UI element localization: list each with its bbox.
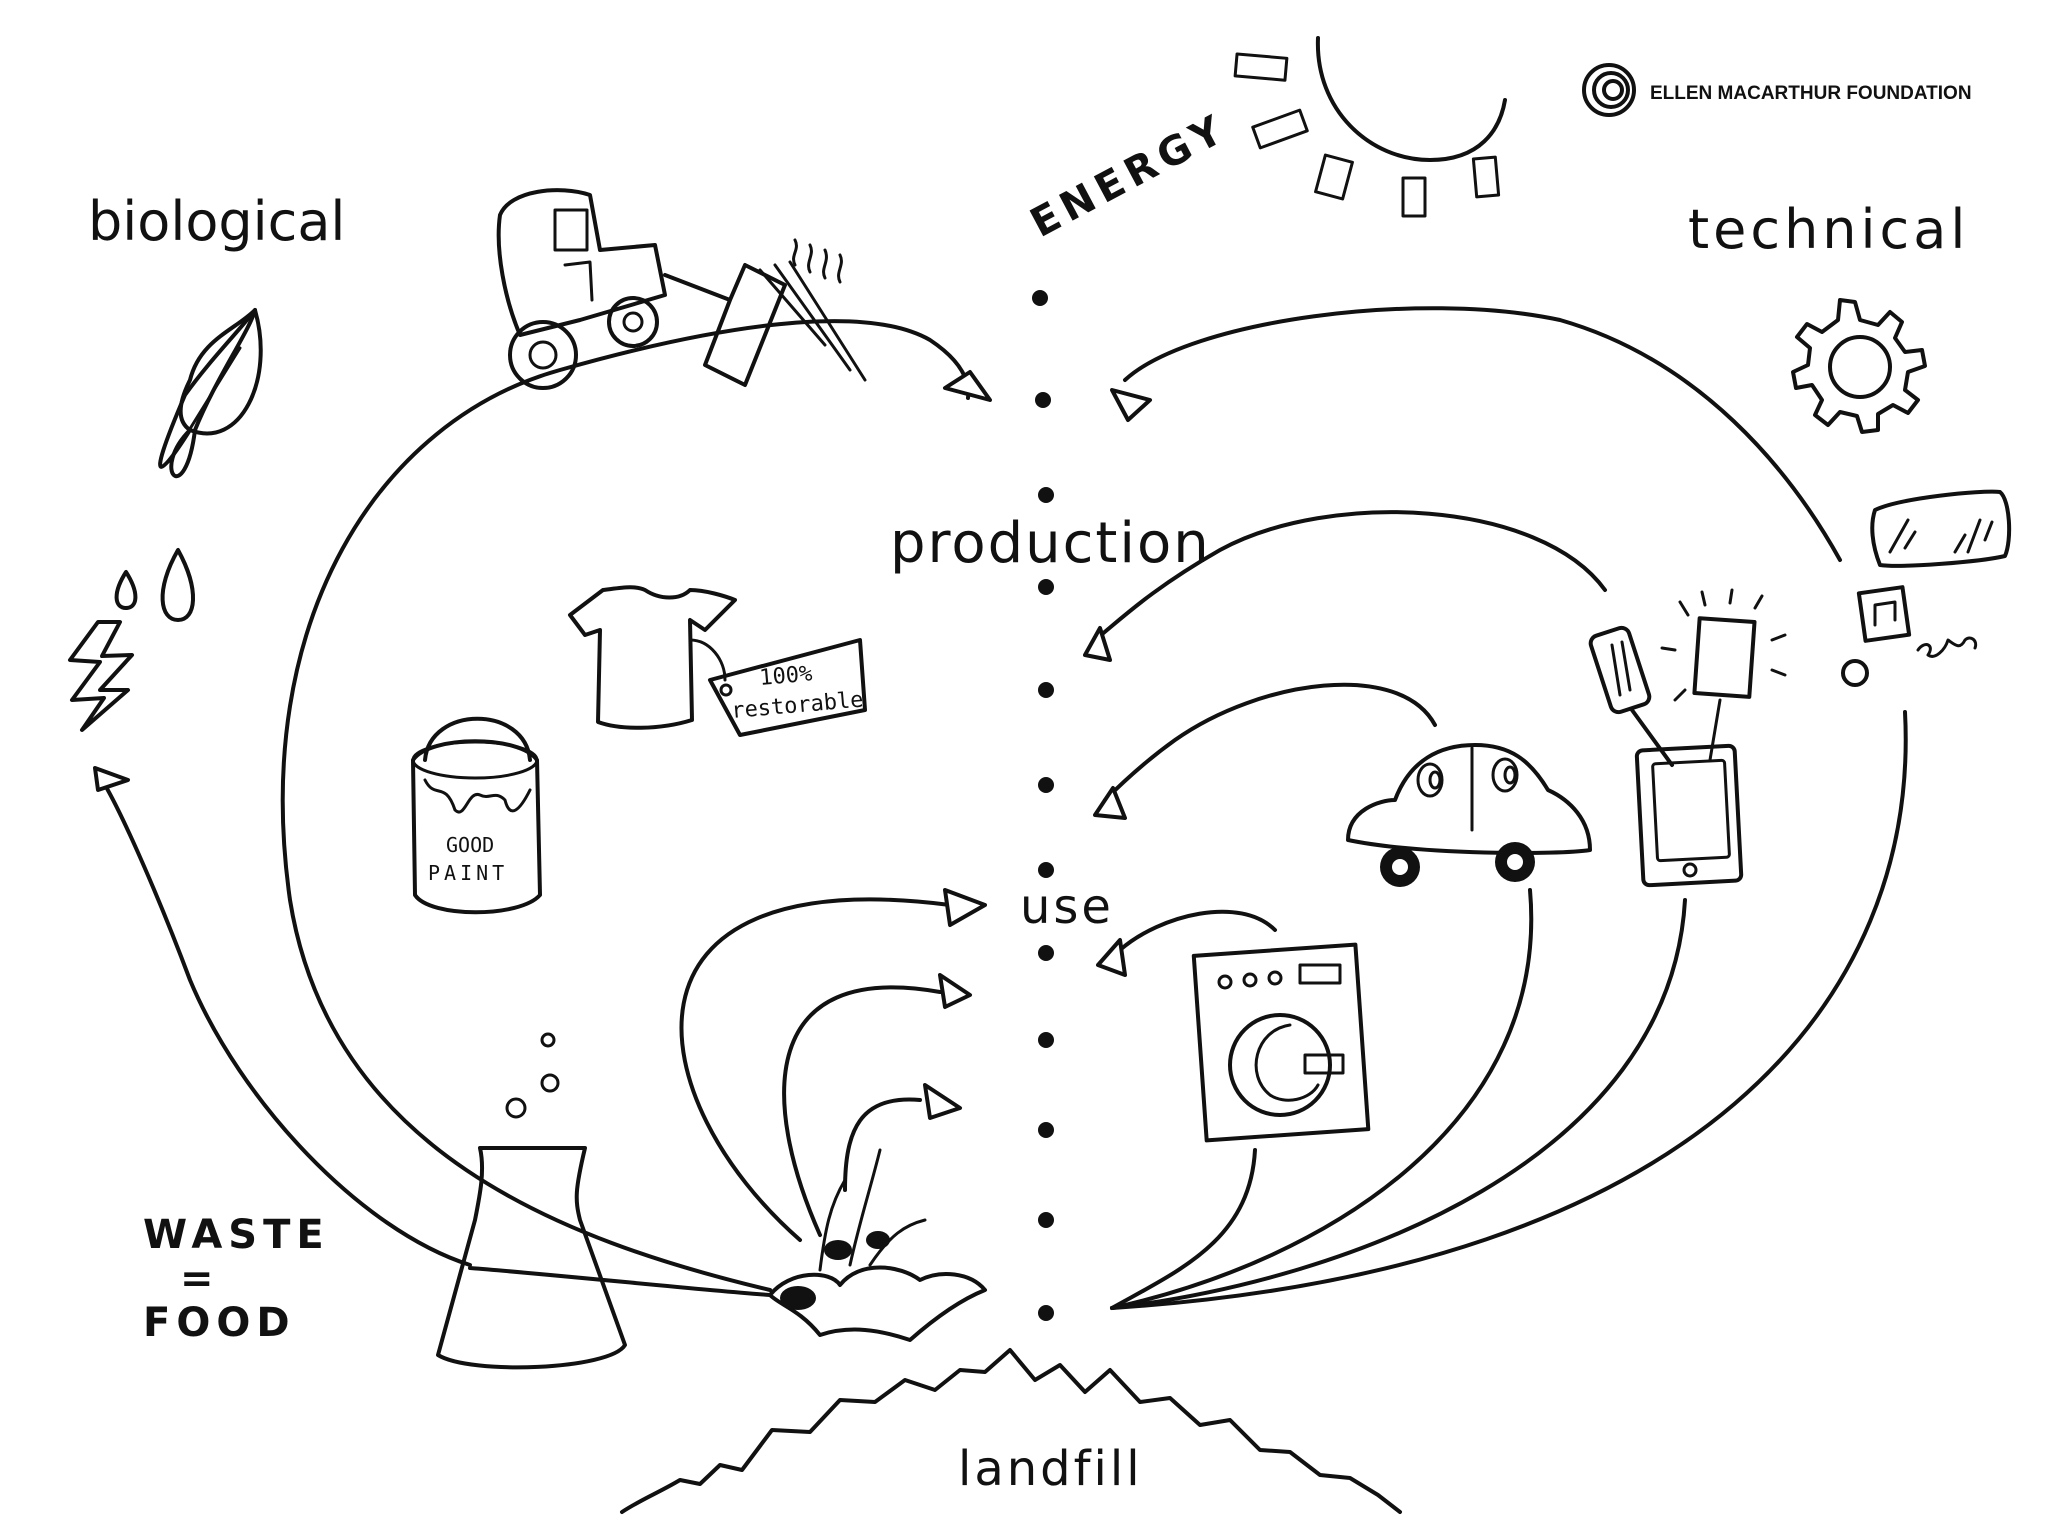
washing-machine-icon [1191, 942, 1371, 1143]
equals-label: = [180, 1256, 220, 1302]
return-line-3 [1110, 898, 1687, 1310]
phone-icon [1634, 743, 1744, 888]
spatula-icon [1588, 625, 1674, 767]
tag-word-text: restorable [730, 688, 864, 724]
waste-label: WASTE [143, 1212, 330, 1258]
arrow-head [923, 1083, 962, 1120]
landfill-label: landfill [958, 1441, 1143, 1497]
arrow-head [943, 370, 992, 402]
biological-label: biological [88, 190, 345, 253]
technical-arc-1 [1093, 510, 1607, 642]
arrow-head [1093, 786, 1127, 820]
compost-soil-icon [768, 1148, 987, 1342]
technical-arc-3 [1118, 909, 1277, 952]
technical-label: technical [1688, 198, 1969, 261]
paint-line1: GOOD [446, 833, 494, 857]
car-icon [1346, 743, 1592, 887]
arrow-head [1096, 938, 1127, 977]
logo-rings-icon [1582, 63, 1636, 117]
arrow-head [93, 766, 130, 792]
paint-can-icon: GOOD PAINT [411, 716, 542, 915]
biological-main-loop [280, 319, 971, 1292]
return-line-4 [1110, 710, 1908, 1310]
food-label: FOOD [143, 1300, 296, 1346]
landfill-mound [620, 1348, 1402, 1514]
arrow-head [938, 973, 972, 1009]
tablet-glow-icon [1660, 588, 1787, 762]
arrow-head [1110, 388, 1152, 422]
return-line-1 [1110, 1148, 1257, 1310]
use-label: use [1020, 879, 1114, 935]
price-tag: 100% restorable [708, 638, 867, 737]
tshirt-icon [568, 585, 737, 730]
foundation-logo: ELLEN MACARTHUR FOUNDATION [1582, 63, 1972, 117]
production-label: production [890, 511, 1211, 576]
return-line-2 [1110, 888, 1534, 1310]
logo-text: ELLEN MACARTHUR FOUNDATION [1650, 83, 1972, 104]
divider-dots [1032, 290, 1054, 1321]
arrow-head [1083, 626, 1112, 662]
lightning-icon [68, 620, 134, 732]
tag-percent-text: 100% [758, 661, 813, 691]
technical-arc-2 [1103, 682, 1437, 802]
technical-outer-loop [1123, 306, 1842, 562]
gear-icon [1791, 298, 1927, 434]
tractor-icon [496, 188, 867, 390]
flask-icon [436, 1032, 772, 1370]
energy-label: ENERGY [1023, 105, 1235, 247]
leaf-icon [158, 308, 263, 479]
sun-icon [1233, 36, 1507, 218]
biological-arc-3 [843, 1097, 922, 1192]
music-chip-icon [1841, 585, 1978, 687]
display-panel-icon [1870, 489, 2012, 568]
paint-line2: PAINT [428, 861, 508, 885]
arrow-head [943, 888, 987, 927]
biological-arc-1 [679, 897, 952, 1242]
biological-outer-loop [103, 783, 472, 1267]
biological-arc-2 [782, 985, 942, 1237]
water-drops-icon [114, 548, 195, 622]
